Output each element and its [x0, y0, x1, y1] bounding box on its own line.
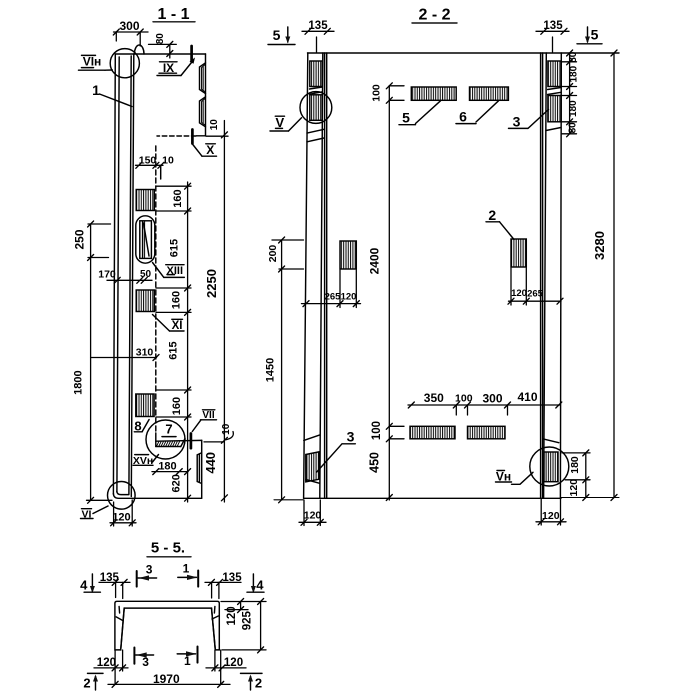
svg-text:1: 1 [92, 82, 100, 98]
svg-text:X: X [206, 143, 214, 157]
svg-text:250: 250 [73, 229, 87, 249]
svg-text:4: 4 [80, 578, 88, 593]
svg-text:4: 4 [256, 578, 264, 593]
svg-text:80: 80 [155, 33, 166, 45]
svg-text:120: 120 [304, 510, 322, 522]
svg-text:1970: 1970 [153, 672, 180, 686]
svg-text:V: V [275, 115, 284, 130]
svg-text:5: 5 [402, 110, 410, 126]
svg-text:615: 615 [169, 239, 181, 257]
svg-text:135: 135 [543, 20, 563, 32]
svg-text:265: 265 [527, 289, 544, 300]
svg-text:300: 300 [119, 19, 139, 33]
svg-text:1800: 1800 [73, 370, 85, 394]
svg-text:3: 3 [146, 563, 153, 577]
svg-text:2: 2 [488, 207, 496, 223]
svg-text:135: 135 [308, 20, 328, 32]
svg-text:3: 3 [347, 429, 355, 445]
svg-text:2250: 2250 [204, 269, 219, 298]
svg-text:3: 3 [513, 114, 521, 130]
svg-text:2: 2 [255, 676, 262, 691]
svg-text:10: 10 [162, 155, 174, 167]
svg-text:410: 410 [517, 390, 537, 404]
svg-text:120: 120 [568, 479, 580, 497]
svg-text:6: 6 [459, 109, 467, 125]
svg-text:160: 160 [171, 291, 183, 309]
svg-text:VII: VII [202, 410, 214, 421]
svg-text:1: 1 [183, 562, 190, 576]
svg-text:620: 620 [171, 474, 183, 492]
svg-text:2 - 2: 2 - 2 [418, 7, 450, 24]
svg-text:180: 180 [158, 461, 176, 473]
svg-text:265: 265 [325, 292, 342, 303]
svg-text:450: 450 [368, 452, 382, 473]
svg-text:8: 8 [134, 419, 141, 434]
svg-text:200: 200 [267, 245, 279, 263]
svg-text:5 - 5.: 5 - 5. [151, 540, 185, 557]
svg-text:100: 100 [370, 84, 382, 102]
svg-text:50: 50 [140, 269, 152, 280]
svg-text:440: 440 [203, 452, 218, 474]
svg-text:1450: 1450 [265, 358, 277, 382]
svg-text:10: 10 [209, 119, 220, 131]
svg-text:120: 120 [112, 512, 130, 524]
svg-text:120: 120 [226, 606, 238, 625]
svg-text:3: 3 [142, 655, 149, 669]
svg-text:180: 180 [569, 456, 581, 474]
svg-text:300: 300 [482, 392, 502, 406]
svg-text:1: 1 [184, 654, 191, 668]
svg-text:VI: VI [82, 509, 92, 521]
svg-text:10: 10 [221, 423, 232, 435]
svg-text:180: 180 [568, 65, 579, 82]
svg-text:120: 120 [511, 288, 527, 299]
svg-text:615: 615 [168, 341, 180, 359]
svg-text:120: 120 [341, 292, 357, 303]
svg-text:5: 5 [273, 27, 281, 43]
svg-text:2: 2 [83, 676, 90, 691]
svg-text:7: 7 [165, 422, 172, 437]
svg-text:1 - 1: 1 - 1 [157, 6, 189, 23]
svg-text:120: 120 [542, 510, 560, 522]
svg-text:160: 160 [171, 397, 183, 415]
svg-text:150: 150 [139, 155, 157, 167]
svg-text:5: 5 [591, 27, 599, 43]
svg-text:310: 310 [136, 347, 154, 359]
svg-text:135: 135 [100, 572, 120, 584]
svg-text:925: 925 [242, 611, 254, 631]
svg-text:VIн: VIн [83, 55, 102, 69]
svg-text:170: 170 [98, 269, 116, 281]
svg-text:Vн: Vн [496, 470, 511, 484]
svg-text:100: 100 [371, 421, 383, 440]
svg-text:350: 350 [424, 391, 444, 405]
svg-text:3280: 3280 [592, 231, 607, 260]
svg-text:XI: XI [172, 320, 183, 332]
svg-text:160: 160 [172, 189, 184, 207]
svg-text:120: 120 [97, 657, 116, 669]
svg-text:IX: IX [163, 61, 174, 75]
svg-text:80: 80 [568, 51, 579, 63]
svg-text:80: 80 [568, 122, 579, 134]
svg-text:XIII: XIII [167, 265, 184, 277]
svg-text:2400: 2400 [367, 247, 381, 274]
svg-text:120: 120 [224, 657, 243, 669]
svg-text:XVн: XVн [133, 455, 153, 467]
svg-text:100: 100 [455, 393, 473, 405]
svg-text:180: 180 [568, 100, 579, 117]
svg-text:135: 135 [222, 572, 242, 584]
